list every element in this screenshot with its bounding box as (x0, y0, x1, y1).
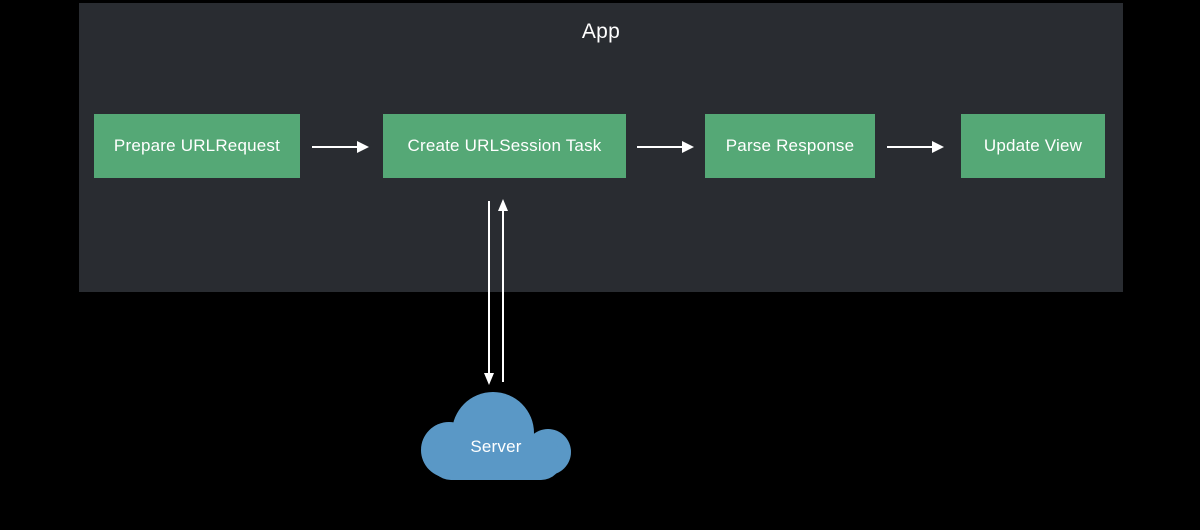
server-label: Server (470, 437, 522, 456)
arrow-prepare-to-create-icon (312, 141, 369, 153)
app-panel-title: App (581, 20, 621, 43)
arrow-parse-to-update-icon (887, 141, 944, 153)
node-prepare-urlrequest: Prepare URLRequest (94, 114, 300, 178)
node-label: Parse Response (725, 136, 855, 155)
node-update-view: Update View (961, 114, 1105, 178)
node-label: Prepare URLRequest (113, 136, 281, 155)
node-label: Update View (983, 136, 1083, 155)
arrow-server-to-task-icon (498, 199, 508, 382)
node-parse-response: Parse Response (705, 114, 875, 178)
server-cloud-icon (421, 392, 571, 480)
arrows-task-server-icon (484, 199, 508, 385)
node-label: Create URLSession Task (407, 136, 602, 155)
arrow-create-to-parse-icon (637, 141, 694, 153)
arrow-task-to-server-icon (484, 201, 494, 385)
node-create-urlsession-task: Create URLSession Task (383, 114, 626, 178)
